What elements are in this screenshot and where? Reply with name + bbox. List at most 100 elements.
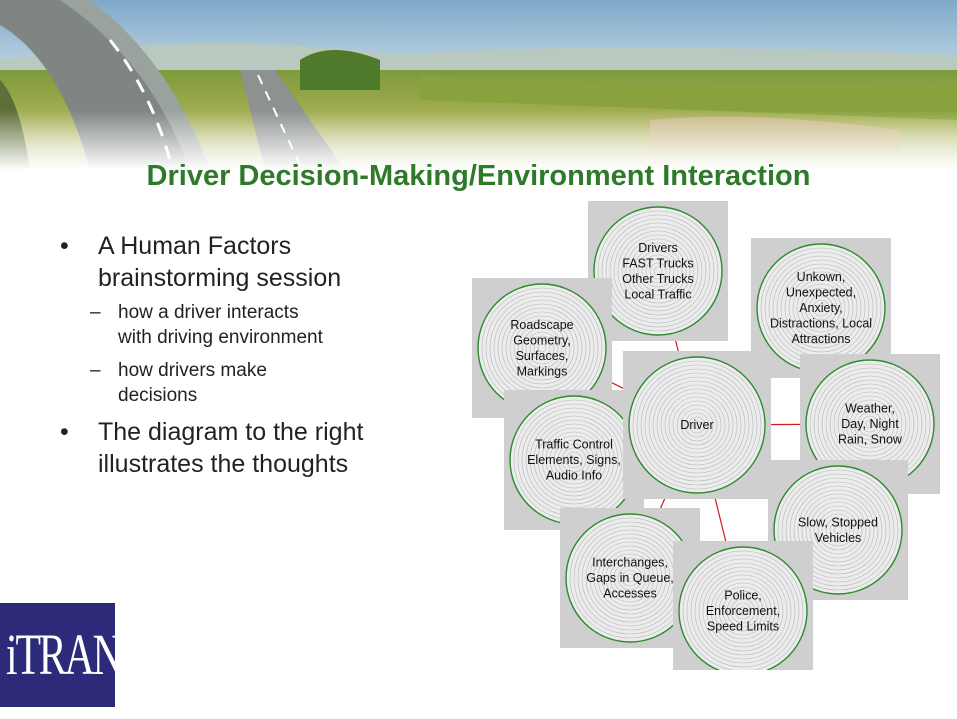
bubble-ring (692, 420, 702, 430)
bubble-ring (841, 395, 899, 453)
bullet-text-line: A Human Factors (98, 232, 292, 260)
bubble-ring (505, 311, 579, 385)
bubble-ring (781, 473, 895, 587)
bubble-ring (660, 388, 734, 462)
bubble-label: FAST Trucks (622, 256, 693, 270)
bubble-ring (784, 271, 858, 345)
sub-bullet-dash: – (90, 360, 101, 381)
bubble-ring (829, 521, 847, 539)
bubble-ring (525, 331, 559, 365)
bubble-label: Other Trucks (622, 272, 694, 286)
bullet-dot: • (60, 418, 69, 446)
bubble-ring (613, 561, 647, 595)
bubble-ring (726, 594, 760, 628)
bubble-ring (601, 214, 715, 328)
bubble-ring (561, 447, 587, 473)
landscape-highway-image (0, 0, 957, 170)
bubble-ring (793, 485, 883, 575)
bubble-ring (849, 403, 891, 445)
bubble-ring (653, 266, 663, 276)
bubble-ring (785, 477, 891, 583)
bubble-ring (676, 404, 718, 446)
bubble-ring (861, 415, 879, 433)
bubble-ring (541, 427, 607, 493)
bubble-label: Vehicles (815, 531, 862, 545)
bubble-label: Anxiety, (799, 301, 843, 315)
bubble-ring (817, 509, 859, 551)
bubble-ring (501, 307, 583, 389)
bubble-ring (734, 602, 752, 620)
bubble-ring (537, 343, 547, 353)
bubble-ring (621, 234, 695, 308)
bubble-ring (537, 423, 611, 497)
bubble-label: Slow, Stopped (798, 515, 878, 529)
bubble-ring (609, 222, 707, 320)
bubble-ring (597, 545, 663, 611)
bubble-label: Drivers (638, 241, 678, 255)
bubble-ring (668, 396, 726, 454)
bubble-ring (816, 303, 826, 313)
bubble-ring (684, 412, 710, 438)
bubble-ring (796, 283, 846, 333)
bubble-ring (777, 469, 899, 591)
bubble-ring (593, 541, 667, 615)
bubble-label: Driver (680, 418, 713, 432)
bubble-label: Audio Info (546, 469, 602, 483)
header-banner-image (0, 0, 957, 170)
bubble-ring (789, 481, 887, 579)
bubble-label: Gaps in Queue, (586, 571, 674, 585)
bubble-label: Geometry, (513, 333, 570, 347)
bubble-label: Day, Night (841, 417, 899, 431)
bubble-ring (821, 513, 855, 547)
bubble-ring (637, 250, 679, 292)
bubble-ring (629, 242, 687, 300)
bubble-ring (593, 206, 723, 336)
bubble-ring (597, 210, 719, 332)
bubble-ring (521, 327, 563, 369)
bubble-ring (640, 368, 754, 482)
bubble-ring (805, 497, 871, 563)
bubble-label: Attractions (791, 332, 850, 346)
bubble-ring (557, 443, 591, 477)
bullet-text-line: The diagram to the right (98, 418, 364, 446)
bubble-ring (605, 553, 655, 603)
bubble-ring (509, 315, 575, 381)
bubble-ring (833, 525, 843, 535)
bubble-label: Interchanges, (592, 556, 668, 570)
bubble-ring (609, 557, 651, 599)
bubble-ring (738, 606, 748, 616)
bubble-ring (690, 558, 796, 664)
bubble-label: Distractions, Local (770, 317, 872, 331)
bubble-ring (513, 319, 571, 377)
bubble-ring (837, 391, 903, 457)
bubble-ring (645, 258, 671, 284)
bubble-ring (706, 574, 780, 648)
bubble-ring (825, 517, 851, 543)
bubble-ring (648, 376, 746, 474)
bubble-ring (569, 455, 579, 465)
bubble-ring (644, 372, 750, 478)
bullet-list: • A Human Factors brainstorming session … (60, 230, 480, 486)
bubble-ring (589, 537, 671, 619)
bubble-label: Rain, Snow (838, 433, 903, 447)
slide-title: Driver Decision-Making/Environment Inter… (146, 160, 811, 192)
bubble-ring (702, 570, 784, 652)
bubble-ring (517, 323, 567, 373)
bubble-ring (853, 407, 887, 441)
bubble-ring (686, 554, 800, 668)
bubble-ring (722, 590, 764, 632)
bubble-ring (549, 435, 599, 485)
bubble-ring (617, 565, 643, 591)
bubble-ring (804, 291, 838, 325)
bubble-ring (529, 335, 555, 361)
bubble-ring (857, 411, 883, 437)
bubble-label: Local Traffic (624, 287, 691, 301)
bubble-ring (632, 360, 762, 490)
logo-text: iTRANS (6, 622, 115, 687)
sub-bullet-text-line: how a driver interacts (118, 302, 299, 323)
bubble-ring (809, 501, 867, 559)
